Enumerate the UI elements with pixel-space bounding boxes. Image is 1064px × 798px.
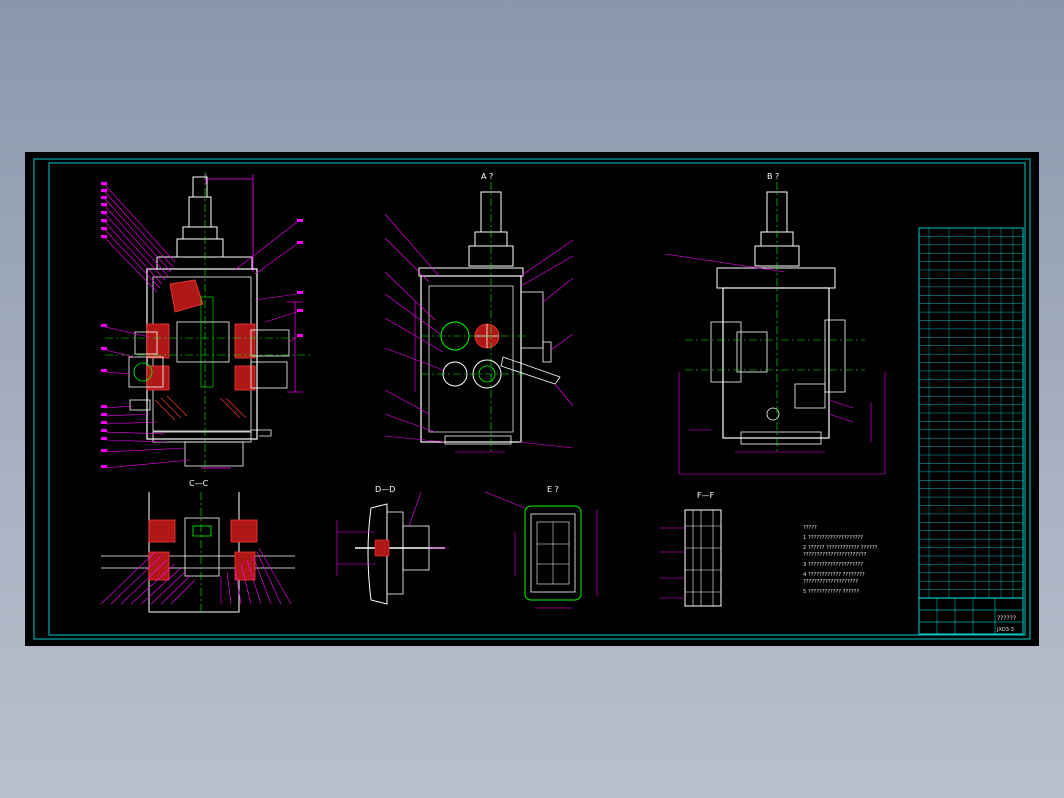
title-block: ?????? JXD3-3: [918, 597, 1024, 635]
view-b: B ?: [664, 172, 886, 475]
outer-border: [33, 158, 1031, 640]
title-text: ??????: [997, 615, 1016, 622]
note-line: 3 ????????????????????: [803, 562, 863, 568]
note-line: ???????????????????????: [803, 552, 867, 558]
view-b-label: B ?: [767, 172, 779, 181]
note-line: ????????????????????: [803, 579, 858, 585]
note-line: 2 ?????? ???????????? ??????: [803, 545, 878, 551]
view-e-label: E ?: [547, 485, 559, 494]
section-f-f: F—F: [659, 491, 722, 607]
technical-notes: ????? 1 ???????????????????? 2 ?????? ??…: [803, 525, 878, 595]
section-f-label: F—F: [697, 491, 715, 500]
parts-list-table: [918, 227, 1024, 599]
drawing-sheet: A ?: [25, 152, 1039, 646]
section-c-label: C—C: [189, 479, 209, 488]
drawing-canvas: A ?: [33, 158, 1031, 640]
note-line: 4 ???????????? ????????: [803, 572, 865, 578]
main-section-view: [101, 172, 310, 472]
view-a-label: A ?: [481, 172, 493, 181]
note-line: 1 ????????????????????: [803, 535, 863, 541]
inner-border: [48, 162, 1026, 636]
note-line: 5 ???????????? ??????: [803, 589, 859, 595]
view-a: A ?: [384, 172, 574, 453]
drawing-number: JXD3-3: [996, 627, 1014, 633]
section-d-label: D—D: [375, 485, 395, 494]
notes-heading: ?????: [803, 525, 817, 531]
section-c-c: C—C: [100, 479, 295, 613]
section-d-d: D—D: [336, 485, 449, 605]
view-e: E ?: [484, 485, 598, 609]
